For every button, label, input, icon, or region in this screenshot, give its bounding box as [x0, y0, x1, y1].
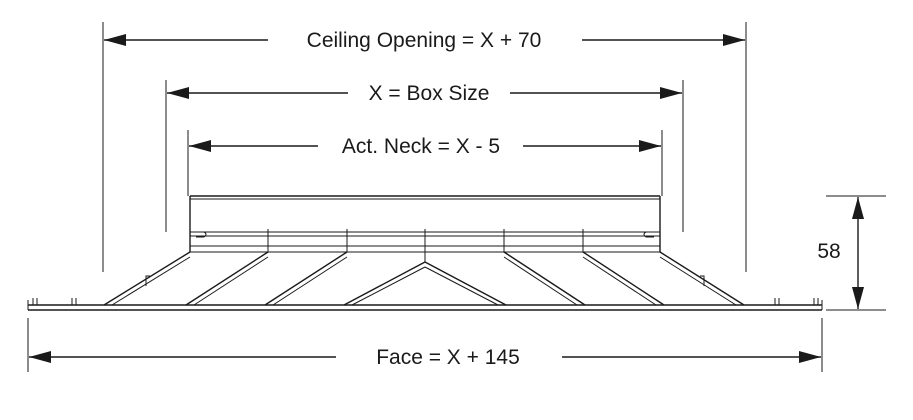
- act-neck-dimension: Act. Neck = X - 5: [187, 130, 663, 196]
- height-arrow-top: [852, 197, 864, 219]
- face-arrow-right: [799, 351, 821, 363]
- face-label: Face = X + 145: [376, 346, 520, 369]
- height-dimension: 58: [817, 195, 886, 311]
- box-size-arrow-left: [167, 87, 189, 99]
- ceiling-opening-dimension: Ceiling Opening = X + 70: [102, 22, 747, 272]
- act-neck-arrow-left: [189, 140, 211, 152]
- act-neck-label: Act. Neck = X - 5: [342, 135, 500, 158]
- face-flange: [27, 275, 823, 311]
- face-arrow-left: [29, 351, 51, 363]
- act-neck-arrow-right: [639, 140, 661, 152]
- ceiling-opening-arrow-right: [723, 34, 745, 46]
- height-label: 58: [817, 240, 840, 263]
- cone-blades: [103, 251, 745, 306]
- box-size-dimension: X = Box Size: [165, 80, 684, 232]
- neck-vanes: [267, 229, 584, 262]
- height-arrow-bottom: [852, 287, 864, 309]
- ceiling-opening-arrow-left: [104, 34, 126, 46]
- box-size-label: X = Box Size: [369, 82, 490, 105]
- diffuser-profile: [27, 195, 823, 311]
- face-dimension: Face = X + 145: [27, 318, 823, 372]
- box-size-arrow-right: [660, 87, 682, 99]
- ceiling-opening-label: Ceiling Opening = X + 70: [307, 29, 542, 52]
